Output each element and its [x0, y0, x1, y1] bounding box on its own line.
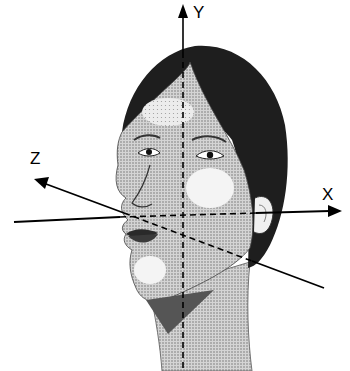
- axis-label: Y: [193, 4, 204, 21]
- axis-label: Z: [30, 150, 40, 167]
- axis-label: X: [322, 186, 333, 203]
